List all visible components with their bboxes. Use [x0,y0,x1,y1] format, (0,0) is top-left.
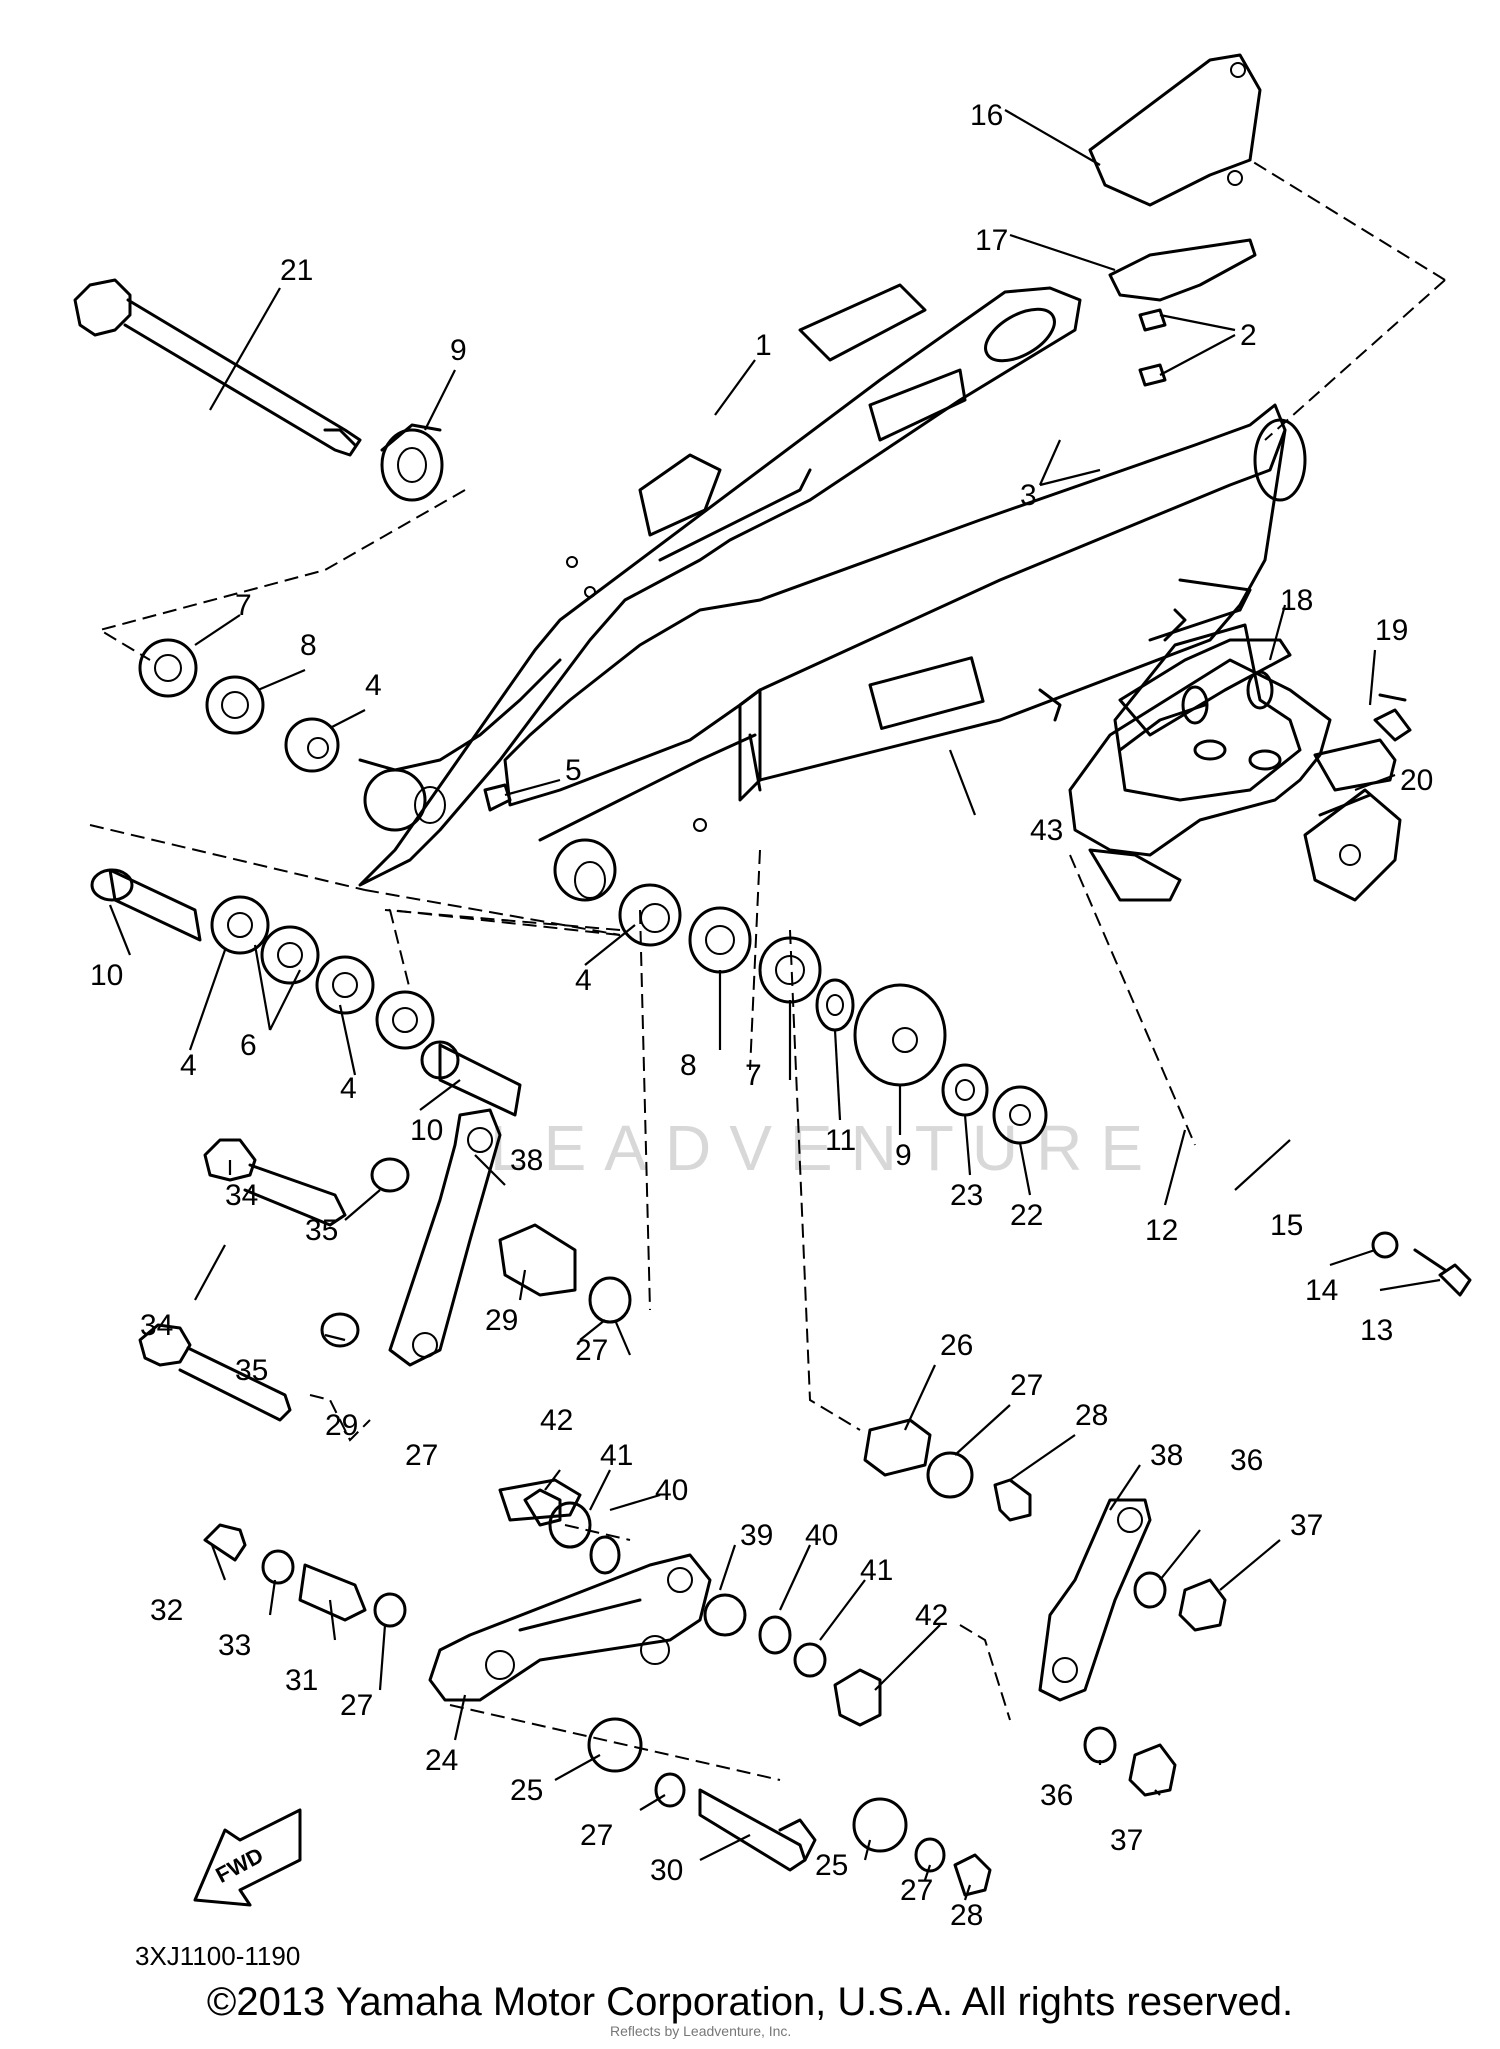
callout-27: 27 [340,1689,373,1722]
callout-41: 41 [600,1439,633,1472]
callout-28: 28 [1075,1399,1108,1432]
callout-7: 7 [235,589,252,622]
callout-33: 33 [218,1629,251,1662]
callout-labels: 1 2 3 4 4 4 4 5 6 7 7 8 8 9 9 10 10 11 1… [90,99,1433,1932]
callout-3: 3 [1020,479,1037,512]
callout-42: 42 [915,1599,948,1632]
callout-8: 8 [300,629,317,662]
callout-15: 15 [1270,1209,1303,1242]
callout-21: 21 [280,254,313,287]
callout-29: 29 [325,1409,358,1442]
callout-20: 20 [1400,764,1433,797]
callout-10: 10 [90,959,123,992]
pivot-parts-drawing [73,278,522,1117]
callout-23: 23 [950,1179,983,1212]
callout-25: 25 [815,1849,848,1882]
fwd-arrow: FWD [193,1808,302,1907]
callout-22: 22 [1010,1199,1043,1232]
callout-9: 9 [895,1139,912,1172]
callout-37: 37 [1290,1509,1323,1542]
callout-29: 29 [485,1304,518,1337]
watermark-credit: Reflects by Leadventure, Inc. [610,2023,791,2039]
callout-27: 27 [575,1334,608,1367]
callout-38: 38 [510,1144,543,1177]
callout-11: 11 [825,1124,856,1157]
callout-36: 36 [1040,1779,1073,1812]
callout-42: 42 [540,1404,573,1437]
callout-19: 19 [1375,614,1408,647]
callout-10: 10 [410,1114,443,1147]
callout-28: 28 [950,1899,983,1932]
callout-4: 4 [575,964,592,997]
callout-4: 4 [340,1072,357,1105]
callout-14: 14 [1305,1274,1338,1307]
callout-4: 4 [365,669,382,702]
callout-8: 8 [680,1049,697,1082]
callout-27: 27 [1010,1369,1043,1402]
callout-41: 41 [860,1554,893,1587]
callout-38: 38 [1150,1439,1183,1472]
callout-13: 13 [1360,1314,1393,1347]
drawing-code: 3XJ1100-1190 [135,1941,300,1971]
callout-6: 6 [240,1029,257,1062]
callout-5: 5 [565,754,582,787]
callout-18: 18 [1280,584,1313,617]
callout-31: 31 [285,1664,318,1697]
callout-39: 39 [740,1519,773,1552]
callout-27: 27 [580,1819,613,1852]
callout-43: 43 [1030,814,1063,847]
copyright-notice: ©2013 Yamaha Motor Corporation, U.S.A. A… [206,1980,1294,2024]
callout-27: 27 [405,1439,438,1472]
callout-2: 2 [1240,319,1257,352]
callout-40: 40 [655,1474,688,1507]
callout-36: 36 [1230,1444,1263,1477]
callout-27: 27 [900,1874,933,1907]
callout-25: 25 [510,1774,543,1807]
callout-26: 26 [940,1329,973,1362]
callout-30: 30 [650,1854,683,1887]
bolts-drawing [1138,308,1472,1297]
callout-9: 9 [450,334,467,367]
callout-40: 40 [805,1519,838,1552]
callout-16: 16 [970,99,1003,132]
pivot-right-parts-drawing [618,883,1048,1145]
chain-guide-drawing [1068,53,1402,902]
callout-34: 34 [225,1179,258,1212]
alignment-lines [89,159,1446,1781]
callout-32: 32 [150,1594,183,1627]
linkage-drawing [138,1108,1227,1897]
callout-24: 24 [425,1744,458,1777]
callout-34: 34 [140,1309,173,1342]
watermark-text: LEADVENTURE [490,1112,1161,1184]
swingarm-drawing [358,283,1307,902]
callout-1: 1 [755,329,772,362]
leader-lines [108,109,1441,1901]
callout-17: 17 [975,224,1008,257]
callout-4: 4 [180,1049,197,1082]
callout-35: 35 [235,1354,268,1387]
callout-35: 35 [305,1214,338,1247]
callout-37: 37 [1110,1824,1143,1857]
callout-12: 12 [1145,1214,1178,1247]
callout-7: 7 [745,1059,762,1092]
